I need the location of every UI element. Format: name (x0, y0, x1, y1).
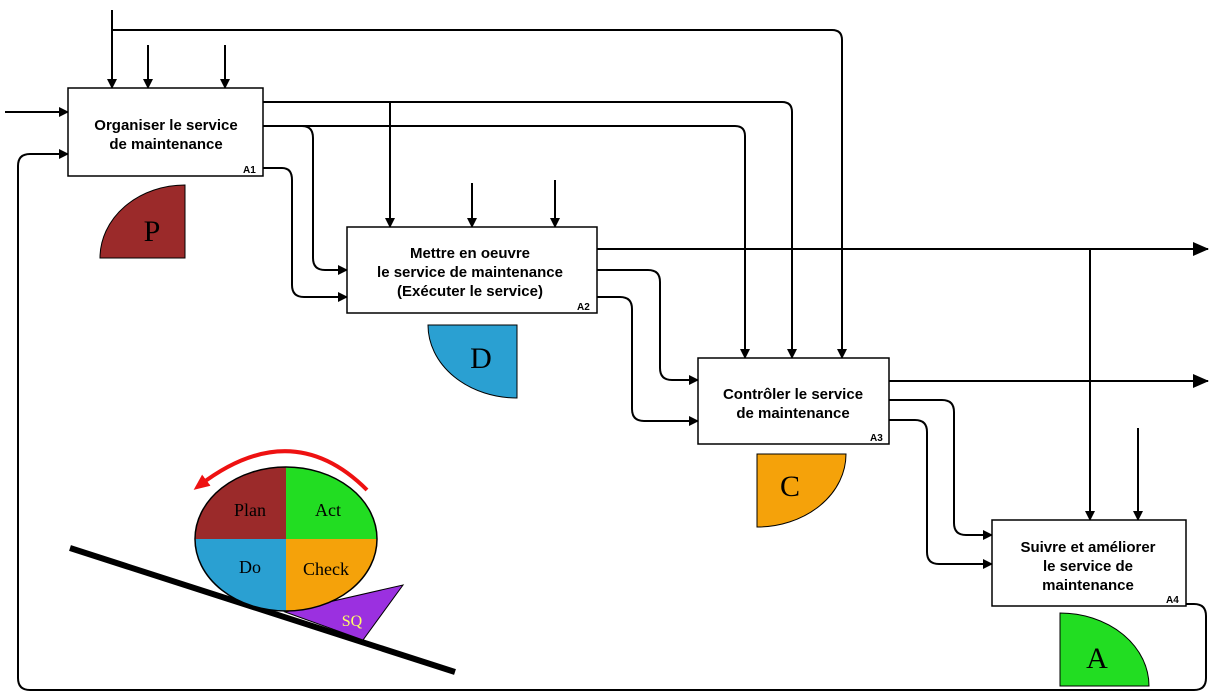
activity-box-a3: Contrôler le service de maintenance A3 (697, 357, 890, 445)
a2-code: A2 (577, 302, 590, 313)
pdca-wheel-illustration: SQ Plan Act Do Check (69, 449, 456, 675)
feedback-loop-a4-to-a1 (17, 149, 1207, 691)
phase-badge-a: A (1059, 612, 1150, 687)
pdca-plan-quadrant (195, 467, 286, 539)
a2-title-line-1: Mettre en oeuvre (410, 245, 530, 262)
activity-box-a2: Mettre en oeuvre le service de maintenan… (346, 226, 598, 314)
a3-title-line-2: de maintenance (736, 405, 849, 422)
a3-output-to-a4-input-2 (889, 419, 993, 569)
a1-title-line-1: Organiser le service (94, 117, 237, 134)
a1-output-to-a3-control (263, 101, 797, 359)
top-control-to-a3 (112, 29, 847, 359)
a1-title-line-2: de maintenance (109, 136, 222, 153)
a4-title-line-3: maintenance (1042, 577, 1134, 594)
pdca-check-quadrant (286, 539, 377, 611)
pdca-do-label: Do (239, 557, 261, 577)
pdca-check-label: Check (303, 559, 349, 579)
pdca-act-quadrant (286, 467, 377, 539)
pdca-plan-label: Plan (234, 500, 266, 520)
activity-box-a4: Suivre et améliorer le service de mainte… (991, 519, 1187, 607)
phase-letter-c: C (780, 470, 800, 503)
a3-output-to-a4-input-1 (889, 399, 993, 540)
a2-output-to-a3-input-1 (597, 269, 699, 385)
phase-letter-a: A (1086, 642, 1108, 675)
rotation-arrow-icon (193, 449, 369, 492)
activity-box-a1: Organiser le service de maintenance A1 (67, 87, 264, 177)
a4-title-line-1: Suivre et améliorer (1020, 539, 1155, 556)
sq-label: SQ (342, 613, 363, 630)
slope-line (69, 545, 456, 675)
connector-lines (5, 10, 1209, 691)
a2-output-to-a3-input-2 (597, 296, 699, 426)
a4-code: A4 (1166, 595, 1179, 606)
phase-badge-d: D (427, 324, 518, 399)
pdca-act-label: Act (315, 500, 341, 520)
a1-output-to-a2-input-2 (263, 167, 348, 302)
phase-letter-p: P (144, 215, 161, 248)
pdca-do-quadrant (195, 539, 286, 611)
phase-letter-d: D (470, 342, 492, 375)
sq-wedge (283, 584, 405, 641)
a2-title-line-2: le service de maintenance (377, 264, 563, 281)
a3-code: A3 (870, 433, 883, 444)
phase-badge-c: C (756, 453, 847, 528)
a1-code: A1 (243, 165, 256, 176)
a2-title-line-3: (Exécuter le service) (397, 283, 543, 300)
a1-output-to-a2-input-1 (263, 125, 348, 275)
a1-output-to-a3-control-2 (263, 125, 750, 359)
a4-title-line-2: le service de (1043, 558, 1133, 575)
a3-title-line-1: Contrôler le service (723, 386, 863, 403)
phase-badge-p: P (99, 184, 186, 259)
